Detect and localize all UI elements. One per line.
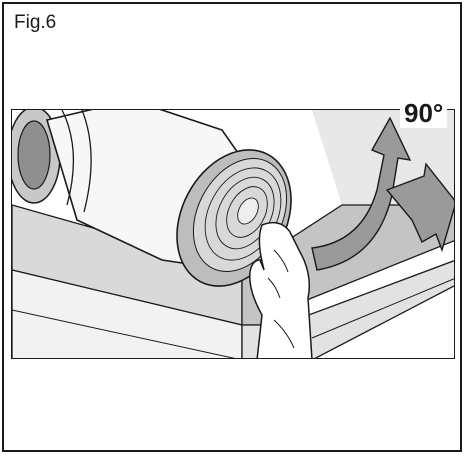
trim-edge-line: [311, 278, 454, 339]
curved-rotation-arrow-icon: [311, 116, 412, 271]
finger-line-1: [273, 249, 289, 273]
push-direction-arrow-icon: [385, 162, 454, 253]
rotation-angle-label: 90°: [400, 98, 448, 128]
hood-lower-panel: [12, 269, 243, 358]
hand-illustration: [249, 221, 313, 358]
cylinder-ring-2: [81, 110, 92, 213]
filter-installation-illustration: [11, 109, 455, 359]
wrist-line: [273, 319, 295, 349]
tube-end-inner: [17, 120, 51, 190]
illustration-svg: [12, 110, 454, 358]
hood-top-surface: [12, 110, 454, 205]
filter-disc-center: [237, 197, 259, 225]
finger-line-2: [267, 277, 281, 299]
cylinder-ring: [61, 110, 75, 206]
filter-disc-groove-4: [226, 186, 268, 238]
figure-label: Fig.6: [14, 12, 57, 33]
panel-edge-line: [12, 309, 236, 358]
